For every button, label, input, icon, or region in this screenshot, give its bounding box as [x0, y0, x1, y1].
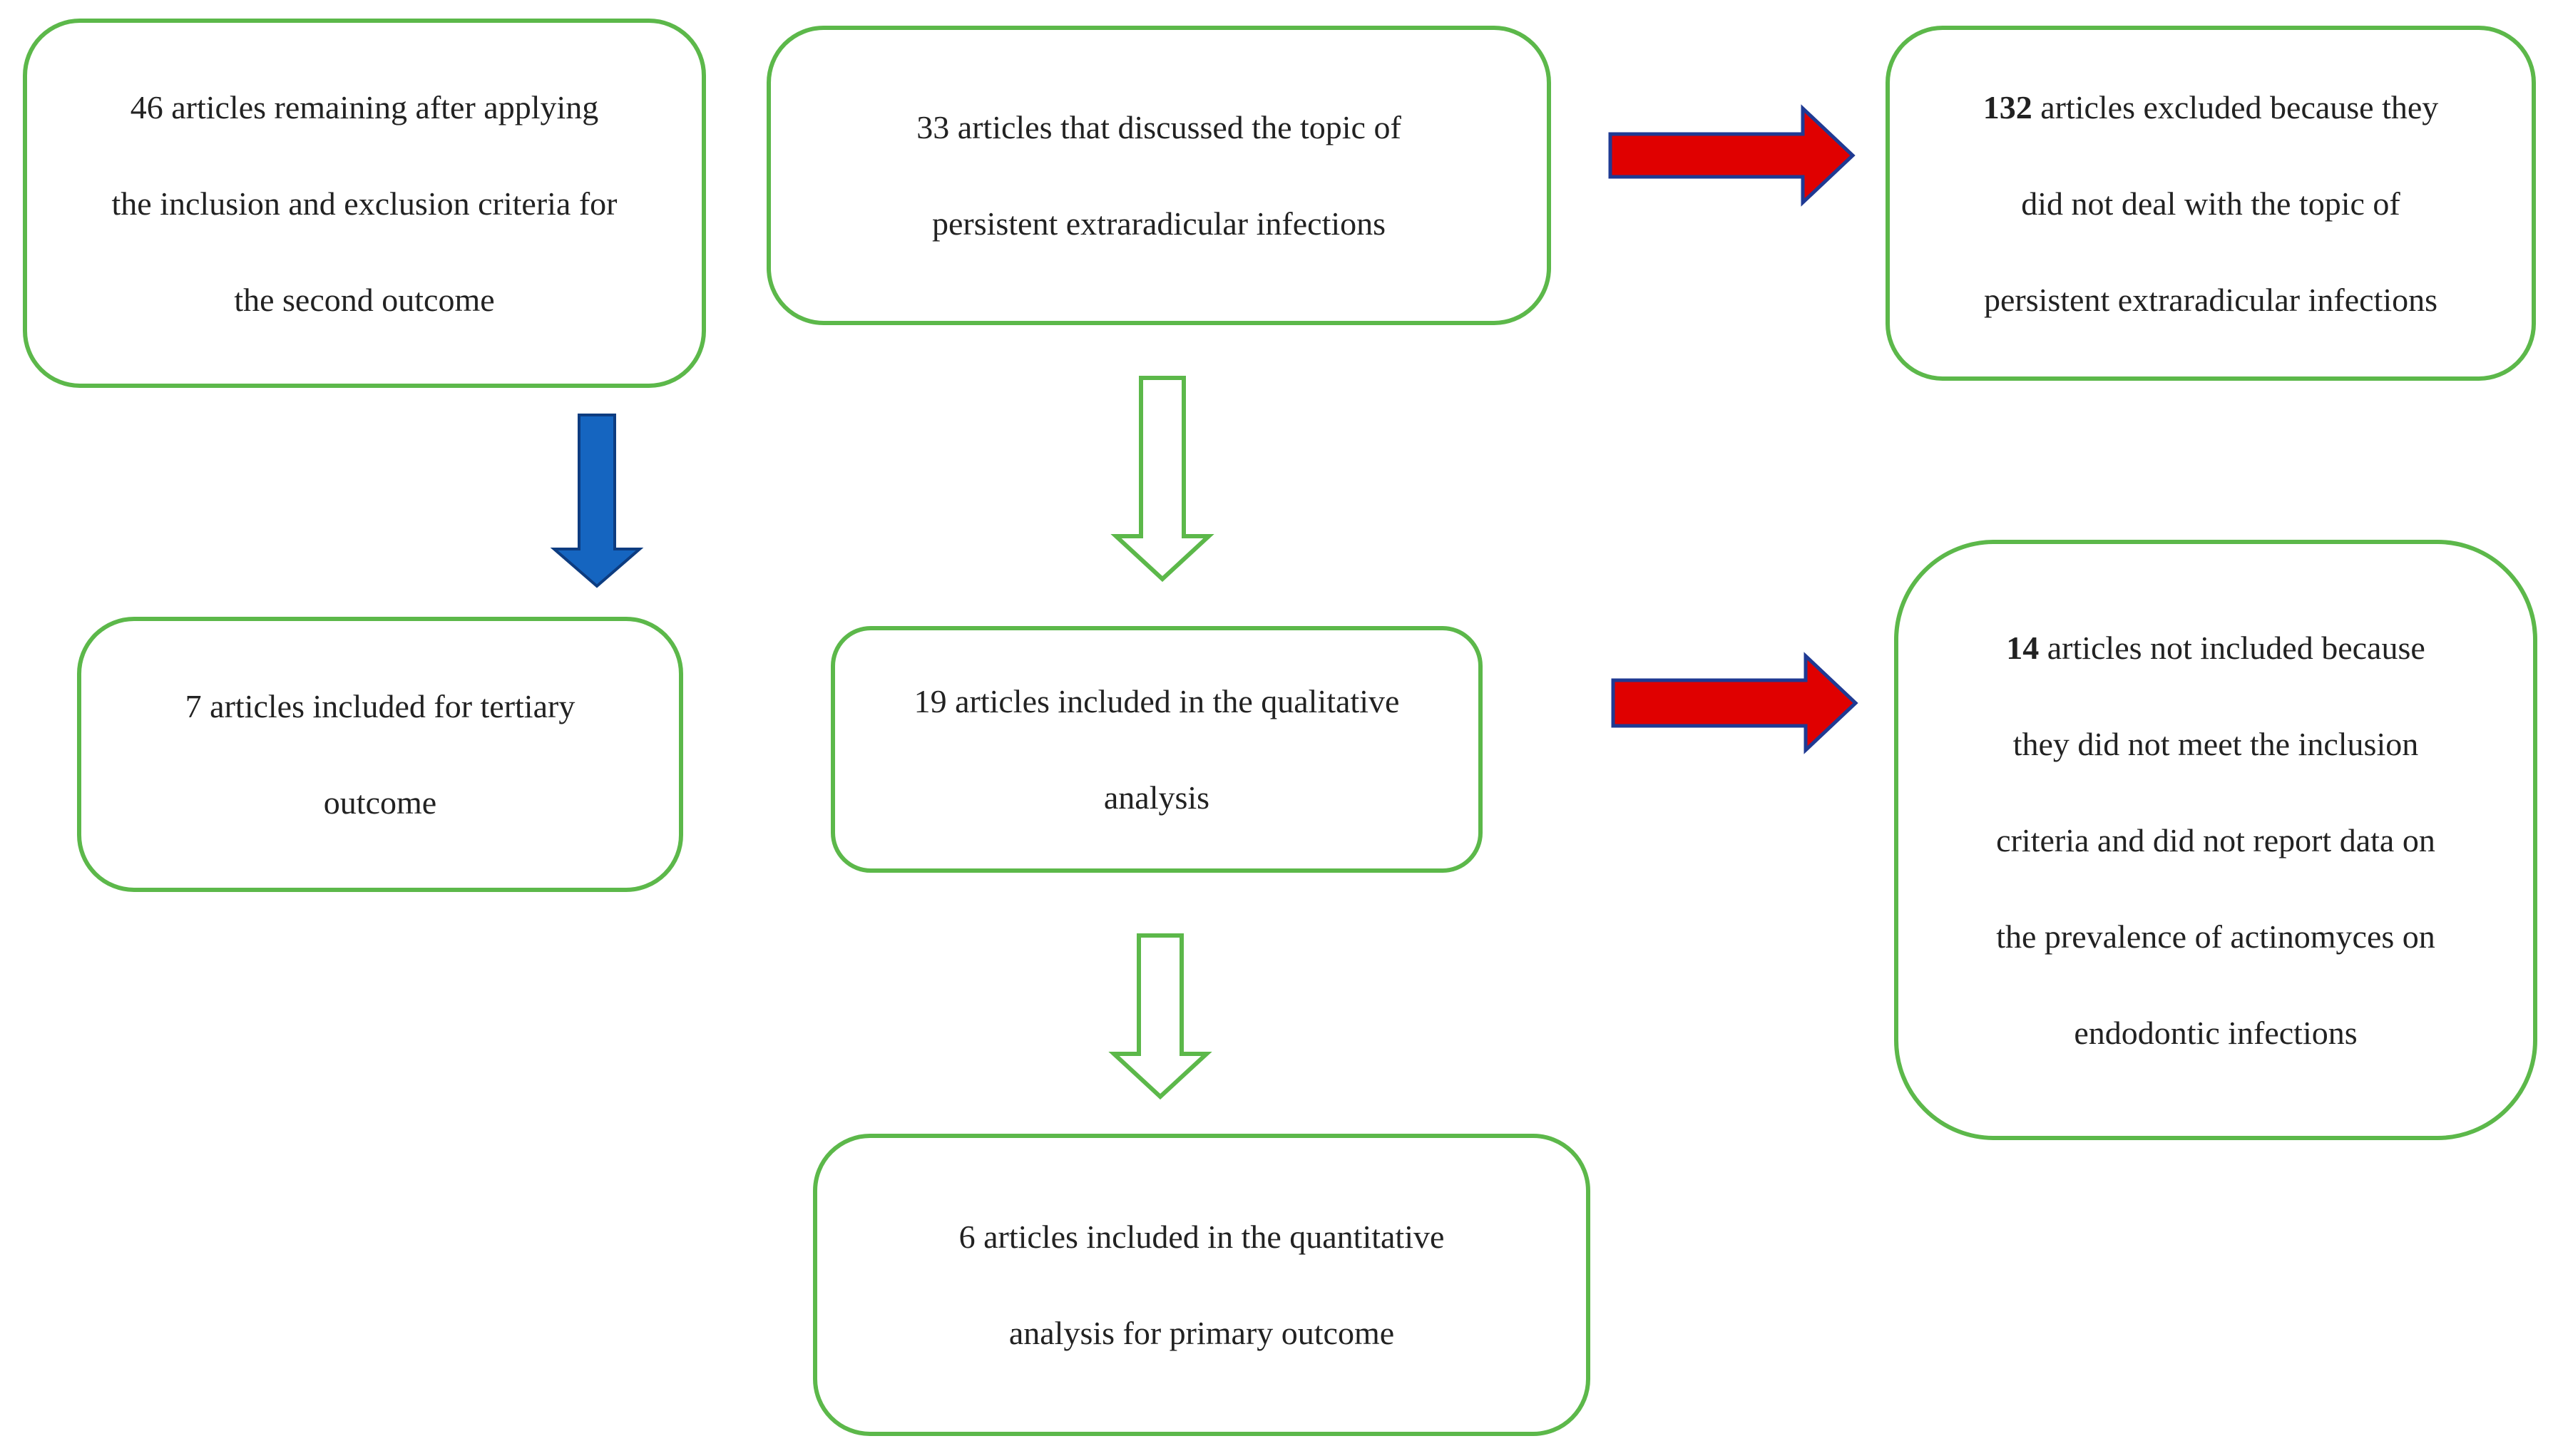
node-text-first: 132 articles excluded because they — [1983, 59, 2439, 155]
arrow-right-red-icon — [1611, 652, 1858, 754]
node-text: they did not meet the inclusion — [2012, 725, 2419, 762]
not-included-box: 14 articles not included because they di… — [1894, 540, 2537, 1140]
arrow-down-blue-icon — [550, 414, 644, 588]
node-text-first: 14 articles not included because — [2006, 600, 2425, 696]
node-text: 19 articles included in the qualitative — [914, 683, 1400, 719]
node-text: analysis for primary outcome — [1008, 1315, 1395, 1351]
node-text: 33 articles that discussed the topic of — [916, 109, 1401, 145]
node-text: persistent extraradicular infections — [931, 205, 1386, 242]
arrow-down-hollow-icon — [1108, 933, 1212, 1100]
excluded-topic-box: 132 articles excluded because they did n… — [1886, 26, 2536, 381]
not-included-count: 14 — [2006, 629, 2040, 666]
qualitative-analysis-box: 19 articles included in the qualitative … — [831, 626, 1483, 873]
node-text: 46 articles remaining after applying — [130, 88, 599, 125]
node-text: the second outcome — [234, 281, 495, 318]
node-text: 6 articles included in the quantitative — [958, 1219, 1445, 1255]
node-text: outcome — [323, 784, 437, 821]
quantitative-analysis-box: 6 articles included in the quantitative … — [813, 1134, 1590, 1436]
node-text: the prevalence of actinomyces on — [1996, 918, 2435, 955]
node-text: did not deal with the topic of — [2021, 185, 2400, 222]
topic-box: 33 articles that discussed the topic of … — [767, 26, 1551, 325]
node-text: criteria and did not report data on — [1996, 821, 2435, 858]
node-text: the inclusion and exclusion criteria for — [111, 185, 618, 222]
node-text: persistent extraradicular infections — [1983, 281, 2438, 318]
excluded-count: 132 — [1983, 88, 2032, 125]
node-text: articles excluded because they — [2032, 88, 2439, 125]
arrow-right-red-icon — [1608, 104, 1856, 207]
node-text: endodontic infections — [2074, 1014, 2358, 1051]
node-text: articles not included because — [2039, 629, 2425, 666]
node-text: analysis — [1103, 779, 1210, 816]
second-outcome-box: 46 articles remaining after applying the… — [23, 19, 706, 388]
tertiary-outcome-box: 7 articles included for tertiary outcome — [77, 617, 683, 892]
node-text: 7 articles included for tertiary — [185, 688, 575, 724]
arrow-down-hollow-icon — [1110, 376, 1214, 583]
